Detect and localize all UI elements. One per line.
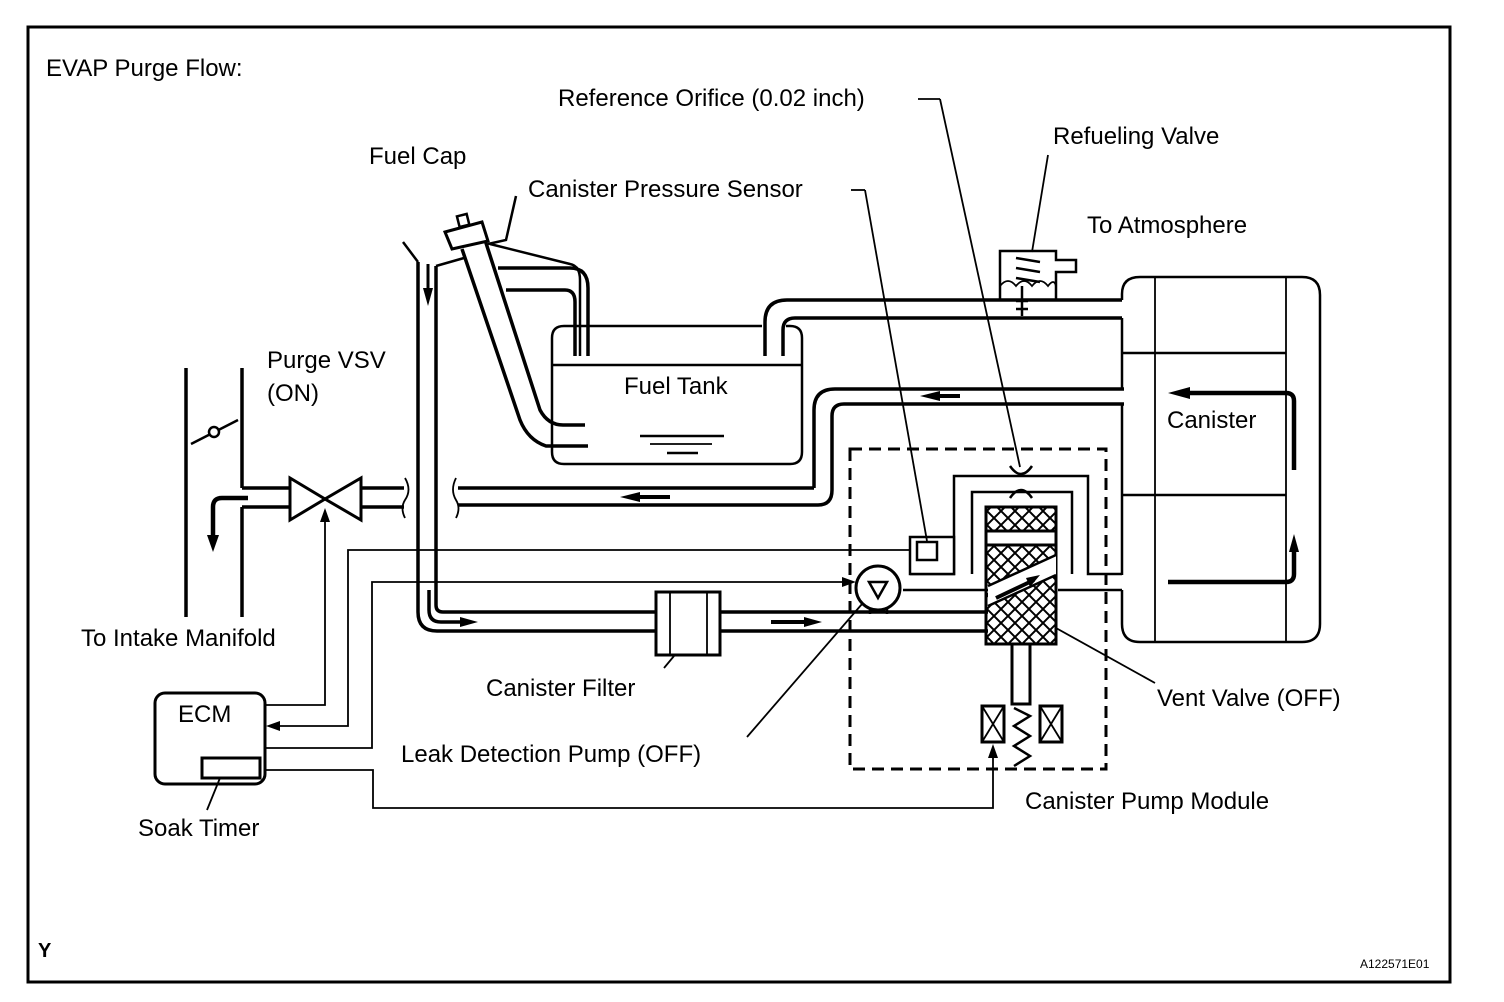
leak-detection-pump-icon — [746, 564, 902, 738]
pipe-break-icon — [401, 477, 410, 519]
label-soak-timer: Soak Timer — [138, 815, 259, 842]
signal-arrow-icon — [320, 508, 330, 522]
corner-mark: Y — [38, 940, 52, 962]
flow-arrow-down-icon — [423, 288, 433, 306]
vent-valve-icon — [980, 505, 1156, 768]
atmosphere-line — [402, 241, 988, 669]
label-fuel-cap: Fuel Cap — [369, 143, 466, 170]
flow-arrow-left-icon — [620, 492, 640, 502]
label-purge-vsv-state: (ON) — [267, 380, 319, 407]
tank-vent-line — [763, 298, 1122, 356]
pipe-break-icon — [452, 477, 460, 519]
figure-id: A122571E01 — [1360, 957, 1430, 971]
refueling-valve-icon — [998, 154, 1078, 316]
canister-filter-icon — [654, 590, 722, 669]
label-canister-filter: Canister Filter — [486, 675, 635, 702]
canister-pressure-sensor-icon — [851, 189, 956, 576]
flow-arrow-right-icon — [460, 617, 478, 627]
flow-arrow-left-icon — [920, 391, 940, 401]
ecm-signal-wires — [265, 508, 998, 809]
label-vent-valve: Vent Valve (OFF) — [1157, 685, 1341, 712]
canister — [1120, 275, 1322, 644]
flow-arrow-down-icon — [207, 535, 219, 552]
diagram-frame — [26, 25, 1452, 984]
flow-arrow-up-icon — [1289, 534, 1299, 552]
fuel-cap-icon — [442, 195, 518, 251]
ecm — [153, 691, 267, 811]
purge-vsv — [242, 475, 410, 523]
flow-arrow-right-icon — [804, 617, 822, 627]
signal-arrow-icon — [988, 744, 998, 758]
label-to-intake-manifold: To Intake Manifold — [81, 625, 276, 652]
label-canister: Canister — [1167, 407, 1256, 434]
label-reference-orifice: Reference Orifice (0.02 inch) — [558, 85, 865, 112]
label-fuel-tank: Fuel Tank — [624, 373, 729, 400]
diagram-title: EVAP Purge Flow: — [46, 55, 243, 82]
label-purge-vsv: Purge VSV — [267, 347, 386, 374]
throttle-valve-icon — [190, 418, 239, 446]
label-leak-detection-pump: Leak Detection Pump (OFF) — [401, 741, 701, 768]
signal-arrow-icon — [842, 577, 856, 587]
intake-manifold — [184, 368, 248, 617]
canister-pump-module-boundary — [848, 447, 1108, 771]
label-refueling-valve: Refueling Valve — [1053, 123, 1219, 150]
signal-arrow-icon — [266, 721, 280, 731]
fuel-tank — [550, 324, 804, 466]
label-canister-pump-module: Canister Pump Module — [1025, 788, 1269, 815]
reference-orifice-icon — [918, 98, 1034, 499]
flow-arrow-left-icon — [1168, 387, 1190, 399]
fuel-filler-neck — [460, 239, 590, 448]
purge-line — [452, 387, 1124, 519]
label-to-atmosphere: To Atmosphere — [1087, 212, 1247, 239]
label-canister-pressure-sensor: Canister Pressure Sensor — [528, 176, 803, 203]
label-ecm: ECM — [178, 701, 231, 728]
